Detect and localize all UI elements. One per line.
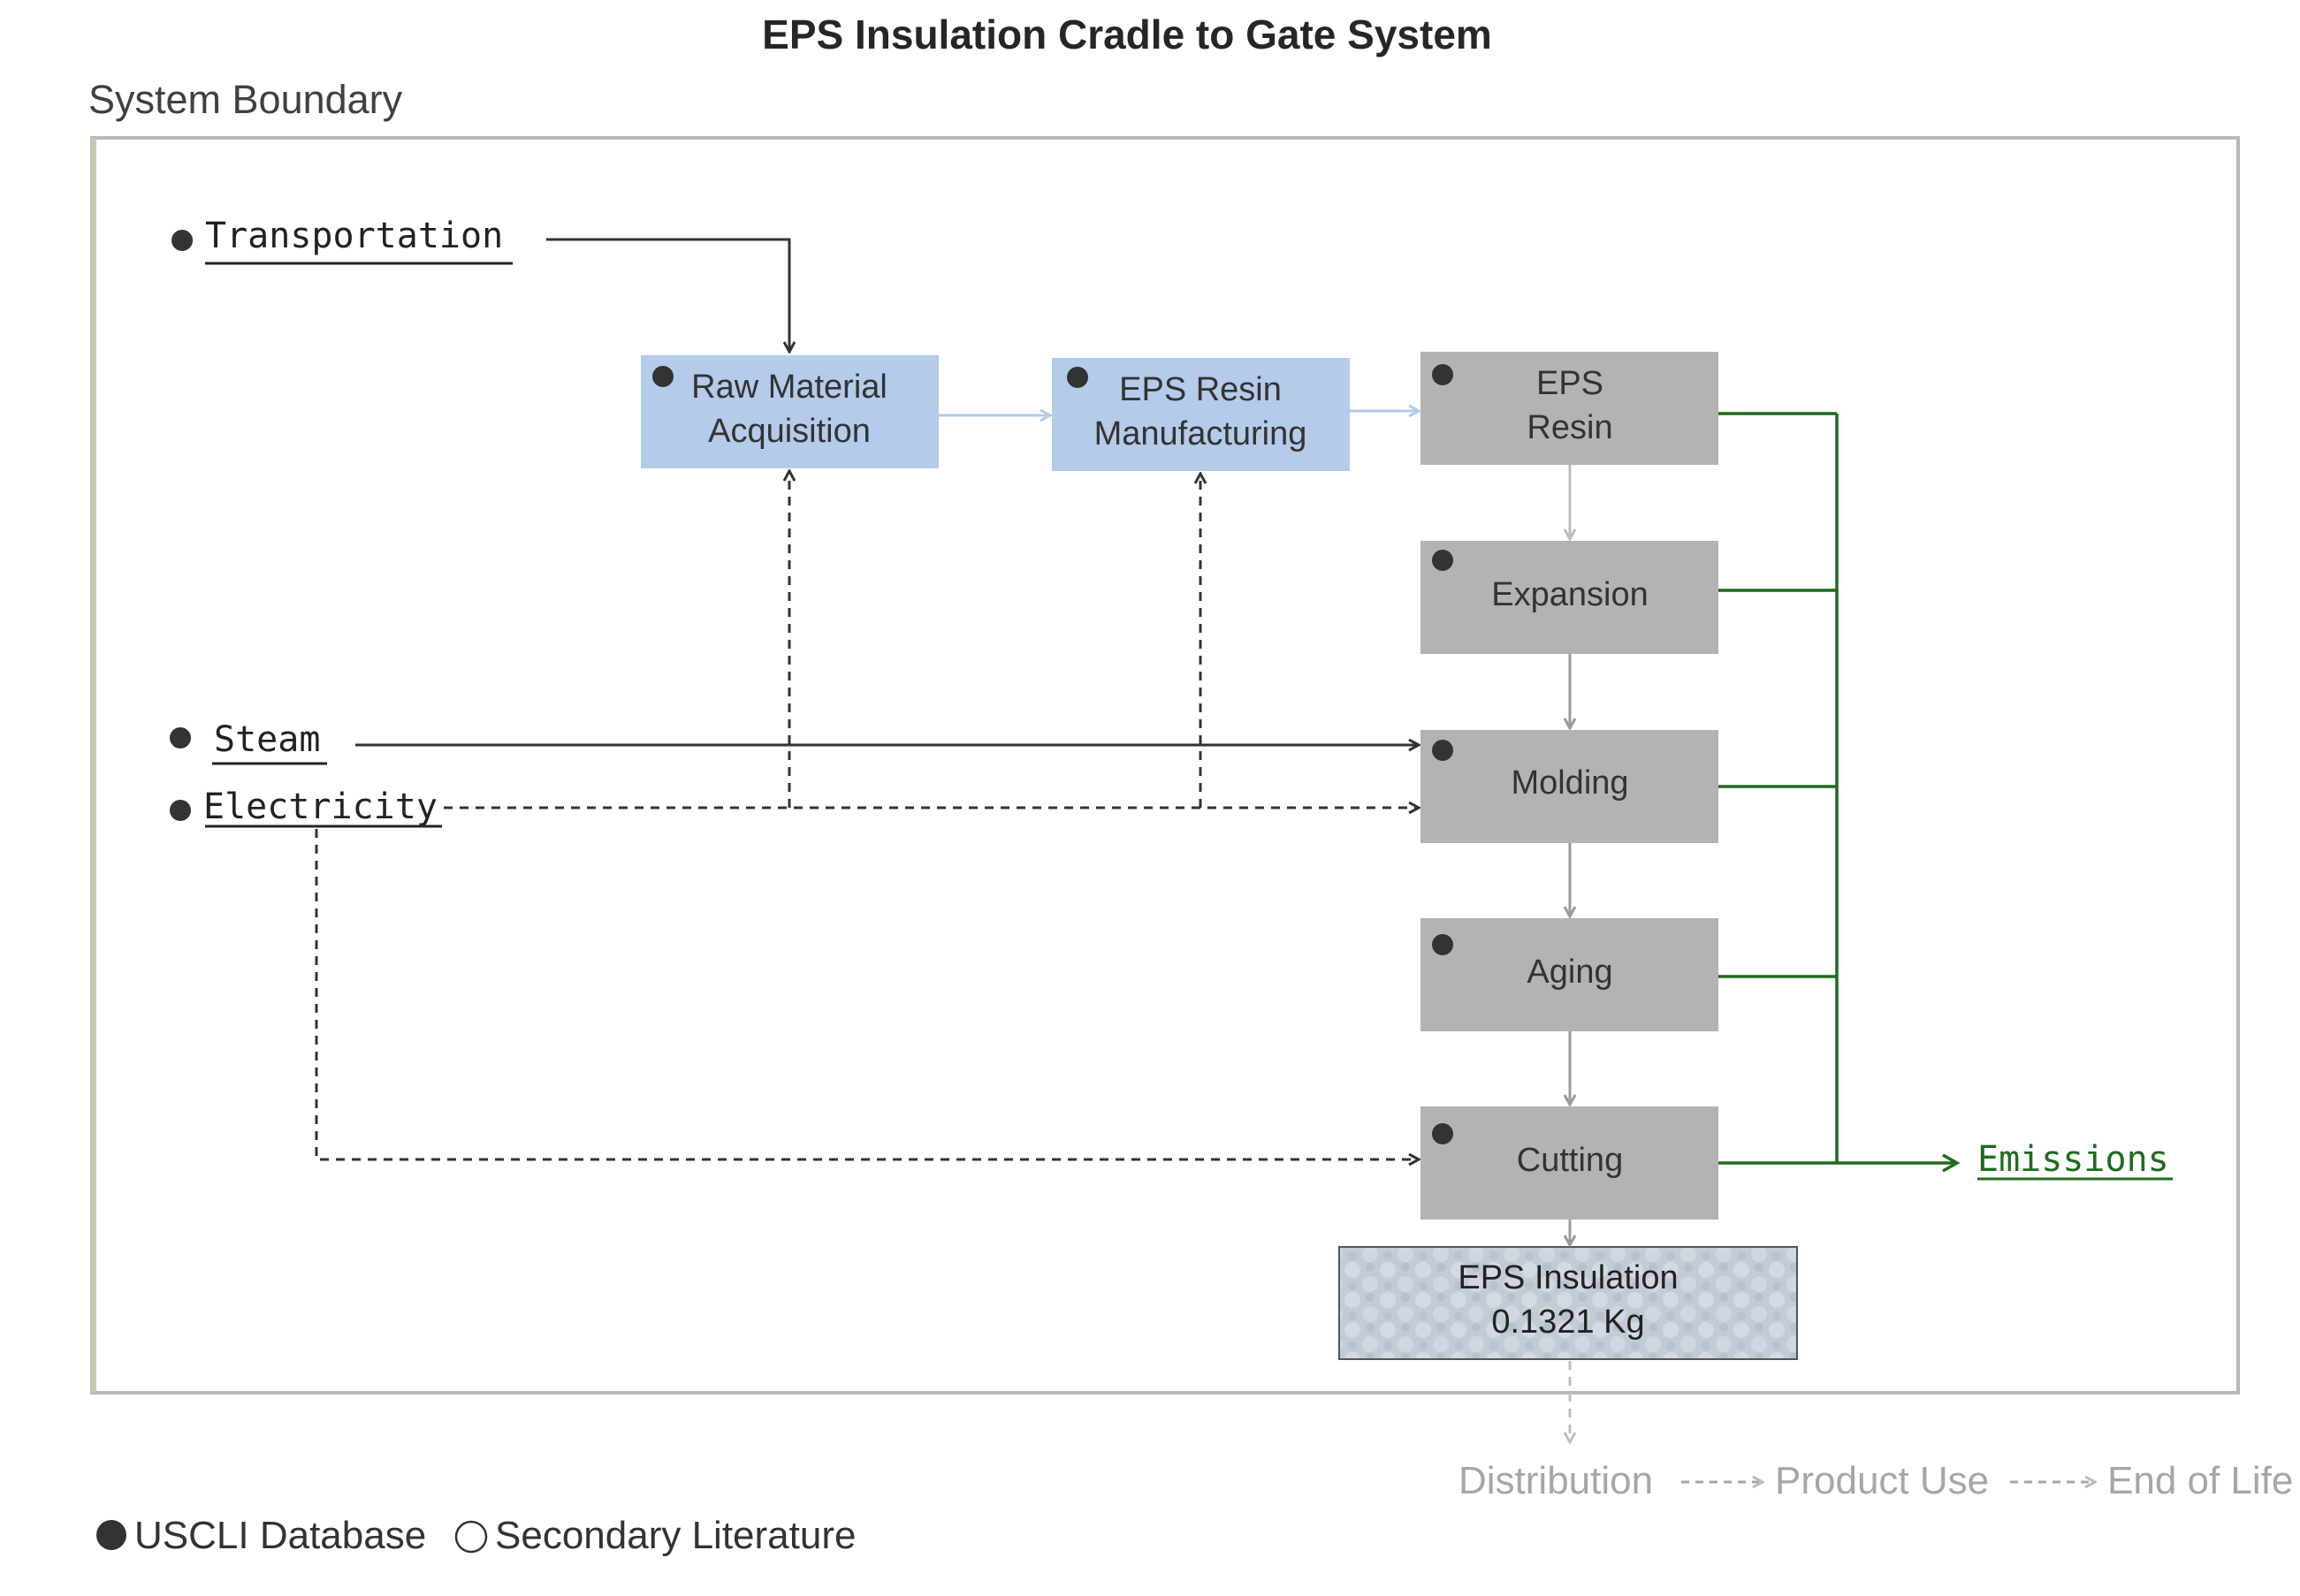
database-dot-icon bbox=[171, 230, 193, 251]
eps-resin-label-line2: Resin bbox=[1527, 409, 1612, 446]
database-dot-icon bbox=[1432, 740, 1453, 761]
product-amount: 0.1321 Kg bbox=[1491, 1303, 1644, 1341]
database-dot-icon bbox=[1432, 934, 1453, 955]
expansion-label: Expansion bbox=[1491, 576, 1648, 613]
database-dot-icon bbox=[1432, 550, 1453, 571]
boundary-label: System Boundary bbox=[88, 77, 403, 122]
electricity-input: Electricity bbox=[203, 787, 438, 827]
raw-material-label-line2: Acquisition bbox=[708, 413, 871, 450]
product-use-label: Product Use bbox=[1775, 1459, 1989, 1502]
molding-label: Molding bbox=[1511, 764, 1628, 802]
database-dot-icon bbox=[1432, 1123, 1453, 1144]
eps-resin-label-line1: EPS bbox=[1536, 365, 1603, 402]
legend-literature-label: Secondary Literature bbox=[495, 1514, 856, 1557]
raw-material-box[interactable] bbox=[641, 355, 939, 468]
transportation-arrow bbox=[546, 238, 789, 352]
diagram-title: EPS Insulation Cradle to Gate System bbox=[762, 11, 1492, 57]
eps-resin-mfg-box[interactable] bbox=[1052, 358, 1350, 471]
database-dot-icon bbox=[170, 800, 191, 821]
cutting-label: Cutting bbox=[1517, 1142, 1623, 1179]
molding-box[interactable] bbox=[1420, 730, 1718, 843]
cutting-box[interactable] bbox=[1420, 1106, 1718, 1220]
database-dot-icon bbox=[652, 366, 674, 387]
electricity-to-cutting-arrow bbox=[315, 829, 1419, 1159]
database-dot-icon bbox=[170, 727, 191, 749]
aging-label: Aging bbox=[1527, 954, 1612, 991]
legend-open-dot-icon bbox=[454, 1520, 488, 1554]
emissions-bus bbox=[1718, 412, 1839, 1165]
end-of-life-label: End of Life bbox=[2107, 1459, 2293, 1502]
eps-resin-mfg-label-line2: Manufacturing bbox=[1094, 415, 1307, 452]
database-dot-icon bbox=[1067, 367, 1088, 388]
legend-database-label: USCLI Database bbox=[134, 1514, 426, 1557]
eps-resin-box[interactable] bbox=[1420, 352, 1718, 465]
distribution-label: Distribution bbox=[1458, 1459, 1653, 1502]
database-dot-icon bbox=[1432, 364, 1453, 385]
raw-material-label-line1: Raw Material bbox=[691, 369, 887, 406]
eps-resin-mfg-label-line1: EPS Resin bbox=[1119, 371, 1282, 408]
product-name: EPS Insulation bbox=[1458, 1259, 1678, 1296]
expansion-box[interactable] bbox=[1420, 541, 1718, 654]
legend-filled-dot-icon bbox=[96, 1520, 126, 1550]
steam-input: Steam bbox=[214, 719, 320, 760]
transportation-input: Transportation bbox=[205, 216, 503, 256]
emissions-output: Emissions bbox=[1977, 1139, 2169, 1180]
eps-insulation-product-box[interactable] bbox=[1338, 1246, 1798, 1360]
aging-box[interactable] bbox=[1420, 918, 1718, 1031]
system-boundary bbox=[90, 136, 2240, 1395]
